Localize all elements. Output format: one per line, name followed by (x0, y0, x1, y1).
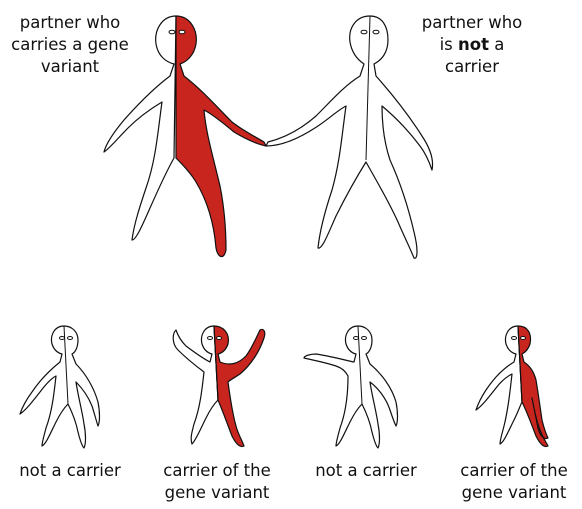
child-3-figure (302, 322, 412, 450)
carrier-half (176, 16, 266, 257)
eye-right (179, 30, 185, 34)
eye-left (361, 30, 367, 34)
child-2-label: carrier of the gene variant (142, 460, 292, 504)
eye-left (169, 30, 175, 34)
child-1-figure (12, 322, 112, 450)
child-1-label: not a carrier (0, 460, 140, 482)
parent-left-figure (96, 10, 276, 270)
eye-right (373, 30, 379, 34)
emphasis-not: not (458, 35, 489, 54)
child-4-figure (470, 322, 560, 450)
child-4-label: carrier of the gene variant (446, 460, 582, 504)
child-2-figure (158, 320, 278, 450)
parent-right-figure (262, 10, 442, 270)
child-3-label: not a carrier (296, 460, 436, 482)
